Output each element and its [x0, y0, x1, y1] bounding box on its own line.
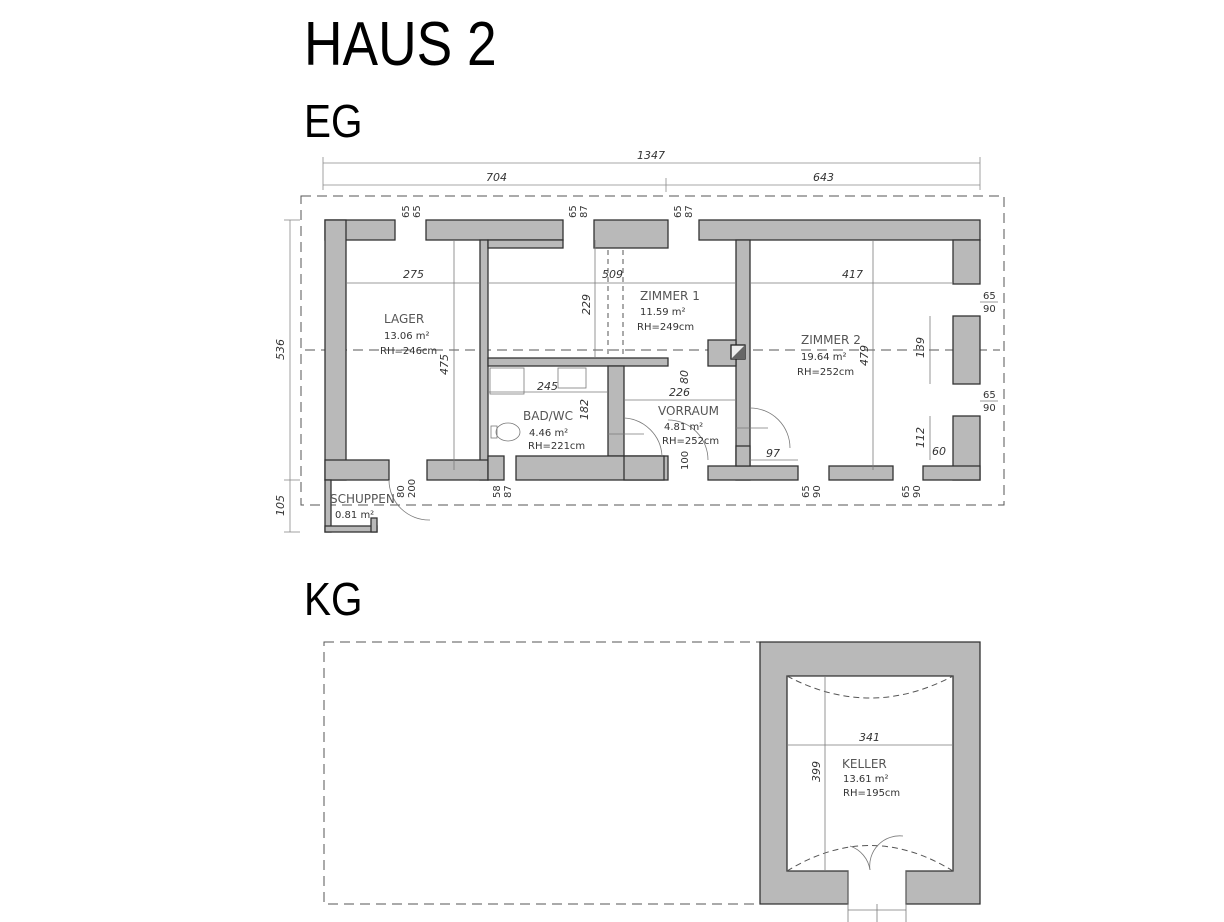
- svg-text:KELLER: KELLER: [842, 757, 887, 771]
- svg-text:100: 100: [680, 451, 691, 470]
- svg-text:65: 65: [801, 485, 812, 498]
- room-zimmer-2: ZIMMER 2 19.64 m² RH=252cm 417 479: [797, 268, 871, 378]
- dim-left-width: 704: [486, 171, 507, 184]
- svg-text:4.81 m²: 4.81 m²: [664, 422, 703, 433]
- svg-text:65: 65: [983, 291, 996, 302]
- svg-text:LAGER: LAGER: [384, 312, 424, 326]
- room-bad-wc: BAD/WC 4.46 m² RH=221cm 245 182: [523, 380, 591, 452]
- eg-roof-outline: [300, 195, 1005, 506]
- svg-text:87: 87: [503, 485, 514, 498]
- svg-text:VORRAUM: VORRAUM: [658, 404, 719, 418]
- svg-text:90: 90: [983, 304, 996, 315]
- svg-text:19.64 m²: 19.64 m²: [801, 352, 847, 363]
- svg-text:0.81 m²: 0.81 m²: [335, 510, 374, 521]
- svg-text:229: 229: [580, 294, 593, 315]
- room-vorraum: VORRAUM 4.81 m² RH=252cm 226 80: [658, 370, 719, 447]
- svg-text:4.46 m²: 4.46 m²: [529, 428, 568, 439]
- opening-labels: 65 65 65 87 65 87 65 90 65 90 80 200 58 …: [396, 205, 998, 498]
- svg-text:399: 399: [810, 761, 823, 782]
- svg-text:65: 65: [568, 205, 579, 218]
- svg-text:65: 65: [412, 205, 423, 218]
- dim-total-width: 1347: [637, 149, 665, 162]
- svg-text:200: 200: [407, 479, 418, 498]
- toilet-icon: [495, 422, 521, 442]
- building-title: HAUS 2: [304, 10, 497, 79]
- svg-text:65: 65: [983, 390, 996, 401]
- svg-text:226: 226: [669, 386, 690, 399]
- svg-text:139: 139: [914, 337, 927, 358]
- svg-text:80: 80: [396, 485, 407, 498]
- eg-dimension-lines: 1347 704 643 536 105: [274, 149, 981, 533]
- dim-total-depth: 536: [274, 339, 287, 360]
- svg-text:ZIMMER 2: ZIMMER 2: [801, 333, 861, 347]
- svg-text:182: 182: [578, 399, 591, 420]
- bathtub-icon: [489, 367, 525, 395]
- svg-text:475: 475: [438, 354, 451, 375]
- svg-text:65: 65: [673, 205, 684, 218]
- svg-text:341: 341: [859, 731, 880, 744]
- room-zimmer-1: ZIMMER 1 11.59 m² RH=249cm 509 229: [580, 268, 700, 333]
- svg-text:275: 275: [403, 268, 424, 281]
- kg-unexcavated-outline: [323, 641, 761, 905]
- svg-text:245: 245: [537, 380, 558, 393]
- shed: [324, 479, 378, 533]
- svg-text:13.06 m²: 13.06 m²: [384, 331, 430, 342]
- svg-text:90: 90: [912, 485, 923, 498]
- svg-text:65: 65: [401, 205, 412, 218]
- svg-text:417: 417: [842, 268, 863, 281]
- room-lager: LAGER 13.06 m² RH=246cm 275 475: [380, 268, 451, 375]
- svg-text:RH=252cm: RH=252cm: [662, 436, 719, 447]
- svg-text:11.59 m²: 11.59 m²: [640, 307, 686, 318]
- sink-icon: [557, 367, 587, 389]
- svg-text:90: 90: [983, 403, 996, 414]
- dim-shed-depth: 105: [274, 495, 287, 516]
- svg-text:87: 87: [579, 205, 590, 218]
- svg-text:BAD/WC: BAD/WC: [523, 409, 573, 423]
- svg-text:90: 90: [812, 485, 823, 498]
- svg-text:509: 509: [602, 268, 623, 281]
- svg-text:112: 112: [914, 427, 927, 448]
- eg-walls: [324, 219, 981, 481]
- svg-text:58: 58: [492, 485, 503, 498]
- svg-text:479: 479: [858, 345, 871, 366]
- bathroom-fixtures: [489, 367, 587, 442]
- basement-title: KG: [304, 573, 363, 625]
- svg-text:80: 80: [678, 370, 691, 384]
- svg-text:SCHUPPEN: SCHUPPEN: [330, 492, 395, 506]
- room-schuppen: SCHUPPEN 0.81 m²: [330, 492, 395, 521]
- kg-plan: [323, 641, 981, 922]
- svg-text:13.61 m²: 13.61 m²: [843, 774, 889, 785]
- svg-text:RH=252cm: RH=252cm: [797, 367, 854, 378]
- svg-text:RH=246cm: RH=246cm: [380, 346, 437, 357]
- svg-text:ZIMMER 1: ZIMMER 1: [640, 289, 700, 303]
- dim-right-width: 643: [813, 171, 834, 184]
- svg-text:97: 97: [766, 447, 780, 460]
- svg-text:RH=195cm: RH=195cm: [843, 788, 900, 799]
- svg-text:60: 60: [932, 445, 946, 458]
- svg-text:RH=221cm: RH=221cm: [528, 441, 585, 452]
- svg-text:RH=249cm: RH=249cm: [637, 322, 694, 333]
- ground-floor-title: EG: [304, 95, 363, 147]
- svg-text:87: 87: [684, 205, 695, 218]
- room-keller: KELLER 13.61 m² RH=195cm 341 399: [810, 731, 900, 799]
- svg-text:65: 65: [901, 485, 912, 498]
- eg-door-swings: [346, 240, 953, 521]
